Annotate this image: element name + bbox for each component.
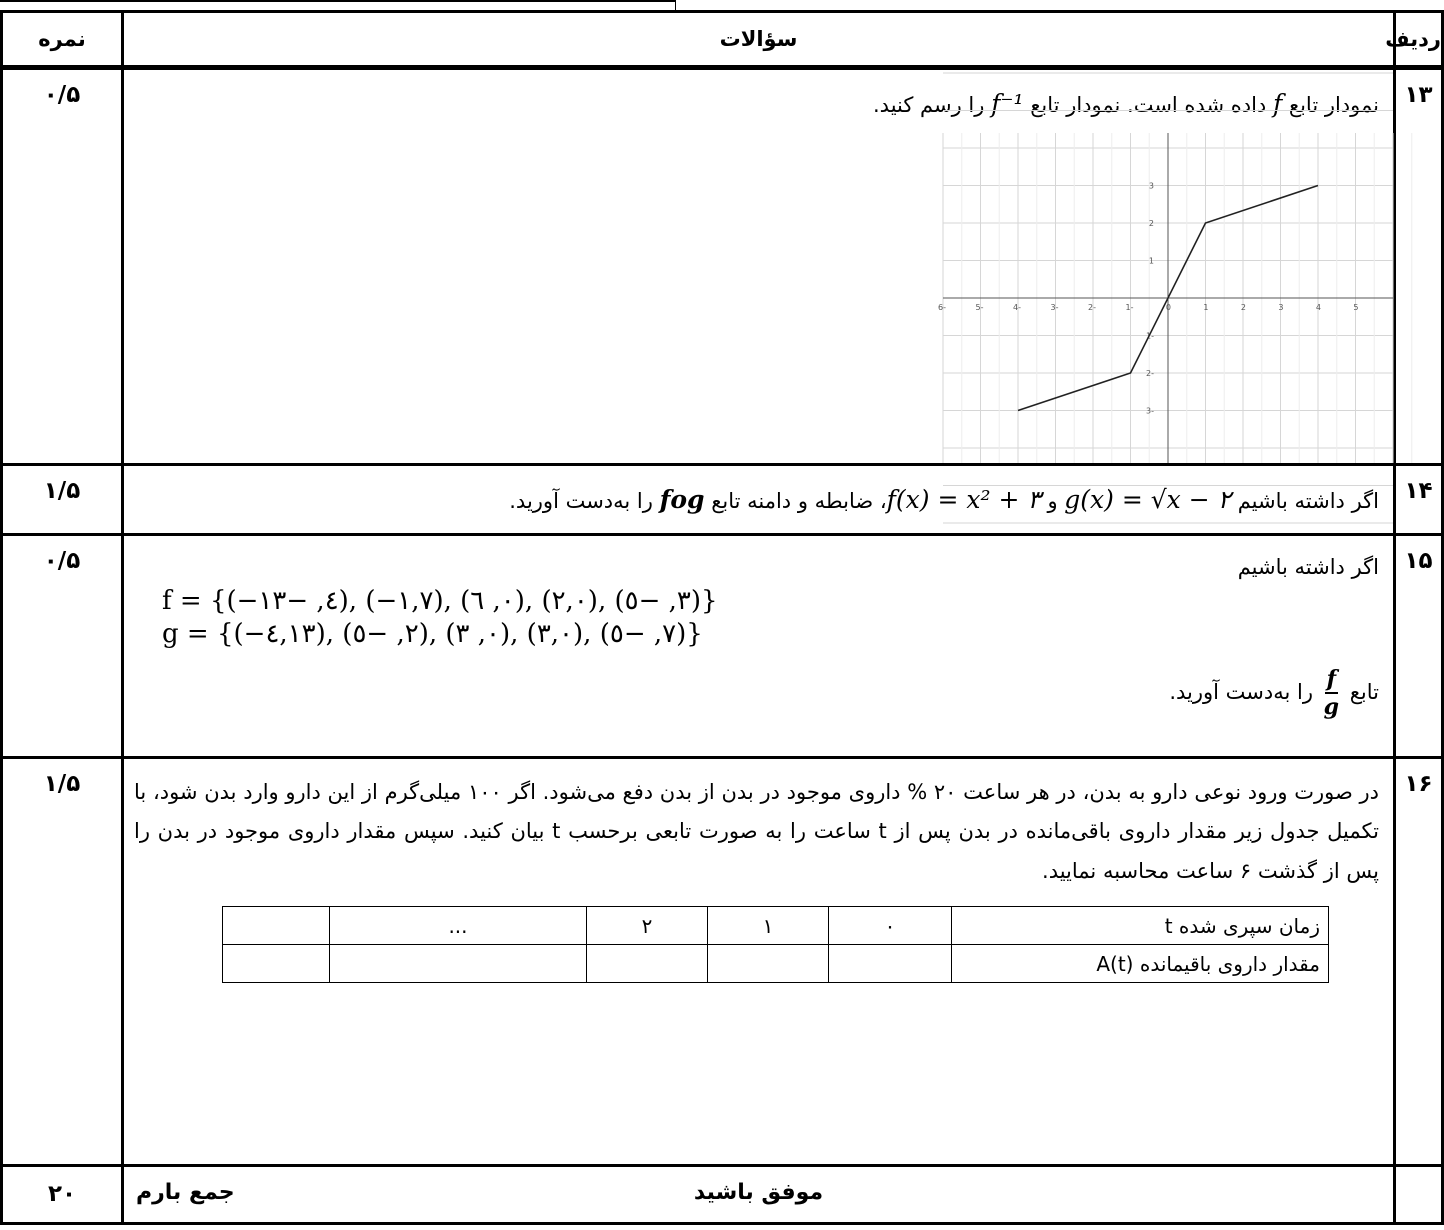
question-number: ۱۴	[1393, 462, 1444, 536]
x-tick-label: 5	[1353, 303, 1358, 312]
question-intro: اگر داشته باشیم	[1237, 554, 1379, 579]
x-tick-label: -4	[1013, 303, 1021, 312]
exam-table: ردیف سؤالات نمره ۱۳ نمودار تابع f داده ش…	[0, 10, 1444, 1225]
total-score: ۲۰	[0, 1163, 124, 1225]
y-tick-label: -3	[1146, 406, 1154, 415]
question-score: ۰/۵	[0, 66, 124, 466]
x-tick-label: -3	[1051, 303, 1059, 312]
row-header: ردیف	[1385, 10, 1444, 70]
question-row-15: ۱۵ اگر داشته باشیم f = {(−٤, −١٣), (−١,٧…	[0, 532, 1444, 759]
table-row: زمان سپری شده t ۰ ۱ ۲ ...	[222, 906, 1329, 946]
question-row-13: ۱۳ نمودار تابع f داده شده است. نمودار تا…	[0, 66, 1444, 524]
score-header: نمره	[0, 10, 124, 70]
question-score: ۱/۵	[0, 462, 124, 536]
f-set: f = {(−٤, −١٣), (−١,٧), (٠, ٦), (٢,٠), (…	[162, 586, 718, 617]
footer-row: موفق باشید جمع بارم ۲۰	[0, 1163, 1444, 1225]
question-cell: اگر داشته باشیم f = {(−٤, −١٣), (−١,٧), …	[121, 532, 1396, 759]
x-tick-label: 3	[1278, 303, 1283, 312]
header-row: ردیف سؤالات نمره	[0, 10, 1444, 70]
question-text: در صورت ورود نوعی دارو به بدن، در هر ساع…	[134, 779, 1380, 884]
drug-table: زمان سپری شده t ۰ ۱ ۲ ... مقدار داروی با…	[222, 906, 1329, 984]
y-tick-label: 2	[1149, 219, 1154, 228]
question-row-14: ۱۴ اگر داشته باشیم g(x) = √x − ۲ و f(x) …	[0, 462, 1444, 536]
question-row-16: ۱۶ در صورت ورود نوعی دارو به بدن، در هر …	[0, 755, 1444, 1167]
question-number: ۱۶	[1393, 755, 1444, 1167]
x-tick-label: -5	[976, 303, 984, 312]
question-score: ۱/۵	[0, 755, 124, 1167]
footer-empty-cell	[1393, 1163, 1444, 1225]
top-border	[0, 0, 1441, 10]
y-tick-label: -2	[1146, 369, 1154, 378]
wish-text: موفق باشید	[693, 1180, 824, 1205]
question-number: ۱۵	[1393, 532, 1444, 759]
question-cell: اگر داشته باشیم g(x) = √x − ۲ و f(x) = x…	[121, 462, 1396, 536]
x-tick-label: -1	[1126, 303, 1134, 312]
x-tick-label: 0	[1166, 303, 1171, 312]
g-set: g = {(−٤,١٣), (٢, −٥), (٠, ٣), (٣,٠), (٧…	[162, 618, 703, 649]
x-tick-label: -2	[1088, 303, 1096, 312]
question-cell: در صورت ورود نوعی دارو به بدن، در هر ساع…	[121, 755, 1396, 1167]
table-row: مقدار داروی باقیمانده A(t)	[222, 944, 1329, 984]
function-graph: -6 -5 -4 -3 -2 -1 0 1 2 3 4 5 3 2 1 -1 -2 -3	[938, 72, 1413, 524]
y-tick-label: -1	[1146, 331, 1154, 340]
footer-cell: موفق باشید جمع بارم	[121, 1163, 1396, 1225]
questions-header: سؤالات	[121, 10, 1396, 70]
question-text: اگر داشته باشیم f = {(−٤, −١٣), (−١,٧), …	[124, 536, 1393, 727]
y-tick-label: 3	[1149, 181, 1154, 190]
y-tick-label: 1	[1149, 256, 1154, 265]
total-label: جمع بارم	[136, 1180, 235, 1205]
question-cell: نمودار تابع f داده شده است. نمودار تابع …	[121, 66, 1413, 524]
question-text: نمودار تابع f داده شده است. نمودار تابع …	[873, 89, 1379, 118]
function-line	[1017, 184, 1319, 412]
x-tick-label: 2	[1241, 303, 1246, 312]
question-number: ۱۳	[1393, 66, 1444, 466]
question-text: اگر داشته باشیم g(x) = √x − ۲ و f(x) = x…	[509, 484, 1379, 514]
question-score: ۰/۵	[0, 532, 124, 759]
x-tick-label: 1	[1203, 303, 1208, 312]
x-tick-label: -6	[938, 303, 946, 312]
x-tick-label: 4	[1316, 303, 1321, 312]
